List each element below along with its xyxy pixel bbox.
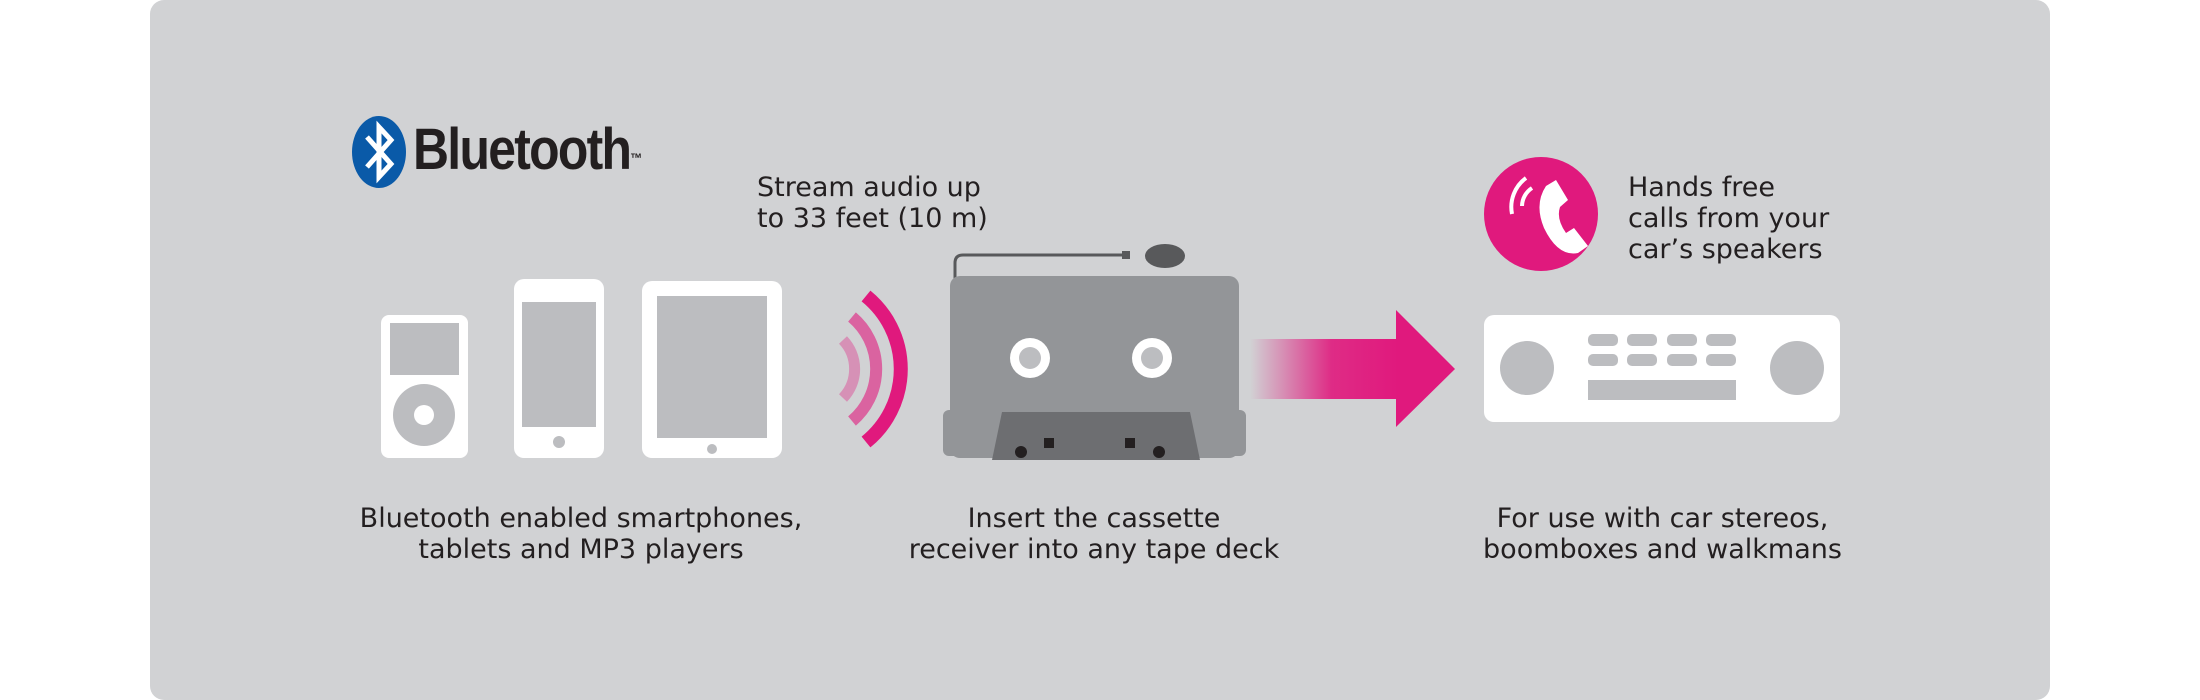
cassette-caption: Insert the cassette receiver into any ta… bbox=[908, 503, 1280, 565]
bluetooth-icon bbox=[352, 116, 406, 188]
smartphone bbox=[514, 279, 604, 458]
arrow-right-icon bbox=[1250, 310, 1455, 427]
hands-free-note: Hands free calls from your car’s speaker… bbox=[1628, 172, 1830, 265]
wireless-signal-icon bbox=[838, 290, 908, 448]
bluetooth-wordmark: Bluetooth™ bbox=[413, 117, 643, 182]
stereo-caption: For use with car stereos, boomboxes and … bbox=[1483, 503, 1842, 565]
stream-range-note: Stream audio up to 33 feet (10 m) bbox=[757, 172, 988, 234]
tablet bbox=[642, 281, 782, 458]
cassette-receiver bbox=[943, 244, 1246, 460]
devices-caption: Bluetooth enabled smartphones, tablets a… bbox=[359, 503, 803, 565]
mp3-player bbox=[381, 315, 468, 458]
phone-icon bbox=[1484, 157, 1598, 271]
car-stereo bbox=[1484, 315, 1840, 422]
